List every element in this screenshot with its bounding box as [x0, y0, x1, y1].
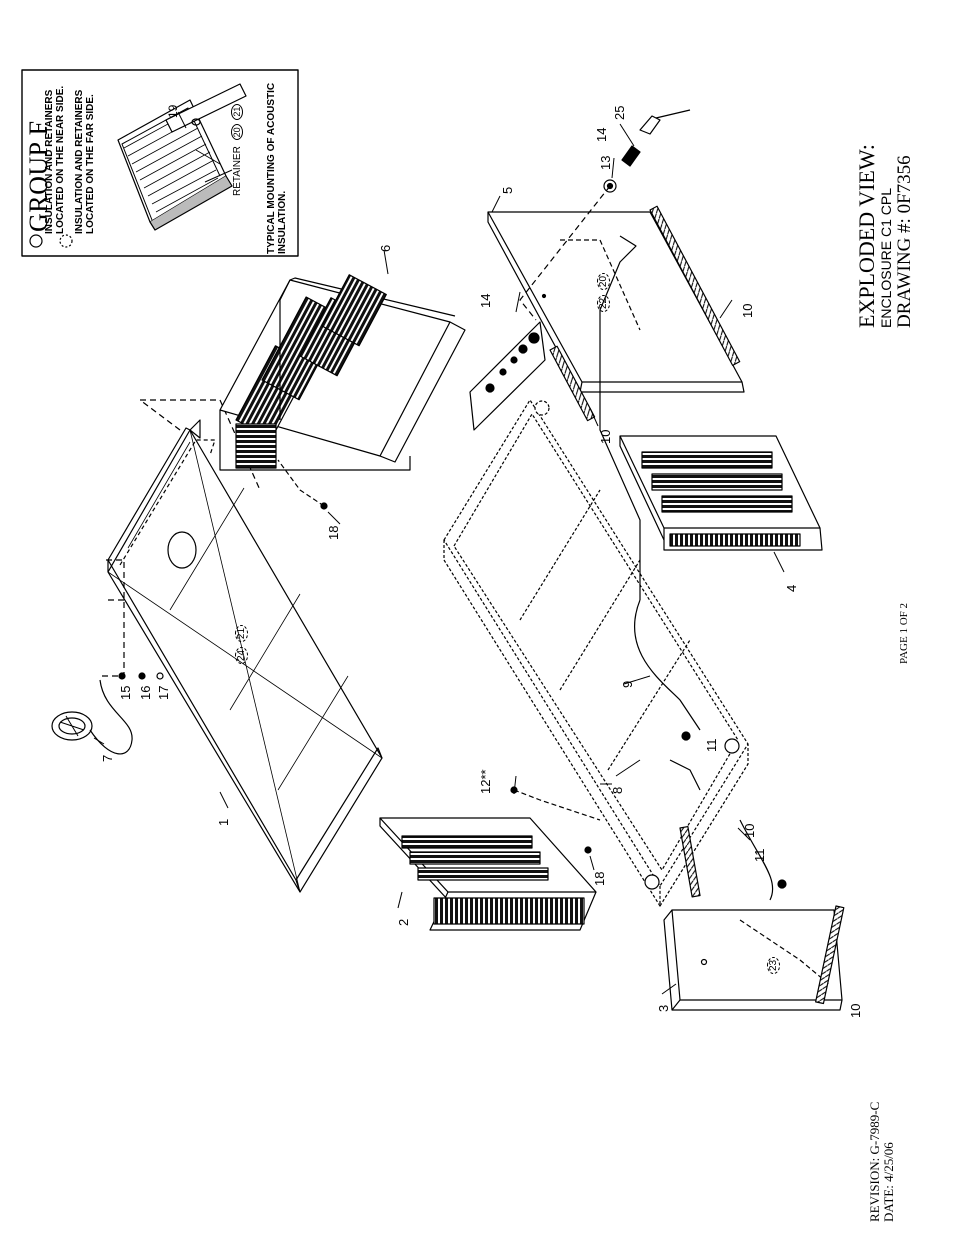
callout-1: 1 — [216, 818, 231, 826]
legend-box — [21, 69, 299, 257]
callout-18-a: 18 — [326, 525, 341, 540]
louvered-panel-item-6 — [219, 274, 466, 471]
revision-block: REVISION: G-7989-C DATE: 4/25/06 — [867, 1101, 896, 1222]
callout-8: 8 — [610, 786, 625, 794]
legend-far-line-2: LOCATED ON THE FAR SIDE. — [85, 94, 96, 234]
legend-near-line-2: LOCATED ON THE NEAR SIDE. — [55, 85, 66, 234]
callout-13: 13 — [598, 155, 613, 170]
legend-caption-line-1: TYPICAL MOUNTING OF ACOUSTIC — [266, 82, 277, 254]
circled-ref-right-door: 22 20 — [597, 272, 610, 312]
callout-3: 3 — [656, 1004, 671, 1012]
callout-14-b: 14 — [478, 293, 493, 308]
revision-date: DATE: 4/25/06 — [881, 1142, 896, 1222]
rail-item-10 — [679, 826, 701, 898]
callout-16: 16 — [138, 685, 153, 700]
title-exploded-view: EXPLODED VIEW: — [854, 144, 879, 328]
circled-ref-21: 21 — [235, 624, 248, 643]
legend-near-side: INSULATION AND RETAINERS LOCATED ON THE … — [44, 86, 66, 234]
circled-ref-20: 20 — [597, 272, 610, 291]
page-number: PAGE 1 OF 2 — [898, 602, 910, 664]
legend-near-line-1: INSULATION AND RETAINERS — [44, 89, 55, 234]
leader-lines — [93, 123, 785, 995]
right-door-item-5 — [487, 211, 745, 393]
circled-ref-22: 22 — [597, 294, 610, 312]
rail-item-10 — [649, 205, 741, 366]
callout-10-d: 10 — [848, 1003, 863, 1018]
callout-12: 12** — [478, 769, 493, 794]
callout-11-b: 11 — [752, 848, 767, 863]
callout-15: 15 — [118, 685, 133, 700]
callout-14-a: 14 — [594, 127, 609, 142]
callout-17: 17 — [156, 685, 171, 700]
callout-6: 6 — [378, 244, 393, 252]
circled-ref-24: 24 — [235, 646, 248, 664]
control-plate-item-14 — [469, 321, 546, 431]
solid-circle-icon — [29, 234, 43, 248]
louvered-panel-item-2 — [379, 817, 597, 931]
circled-ref-top: 24 21 — [235, 624, 248, 664]
legend-retainer-label: RETAINER 20 21 — [231, 103, 243, 196]
retainer-num-2: 21 — [231, 103, 243, 120]
rail-item-10 — [815, 905, 845, 1005]
callout-25: 25 — [612, 105, 627, 120]
circled-ref-left-door: 23 — [767, 956, 780, 974]
retainer-num-1: 20 — [231, 124, 243, 141]
callout-10-a: 10 — [740, 303, 755, 318]
callout-4: 4 — [784, 584, 799, 592]
legend-far-side: INSULATION AND RETAINERS LOCATED ON THE … — [74, 90, 96, 234]
legend-far-line-1: INSULATION AND RETAINERS — [74, 89, 85, 234]
callout-18-b: 18 — [592, 871, 607, 886]
callout-7: 7 — [100, 754, 115, 762]
left-door-item-3 — [663, 909, 843, 1011]
callout-9: 9 — [620, 680, 635, 688]
legend-caption: TYPICAL MOUNTING OF ACOUSTIC INSULATION. — [266, 83, 288, 254]
callout-5: 5 — [500, 186, 515, 194]
callout-2: 2 — [396, 918, 411, 926]
dashed-circle-icon — [59, 234, 73, 248]
rail-item-10 — [549, 345, 596, 422]
title-drawing-number: DRAWING #: 0F7356 — [894, 155, 915, 328]
title-enclosure: ENCLOSURE C1 CPL — [878, 187, 894, 328]
callout-10-b: 10 — [598, 429, 613, 444]
callout-10-c: 10 — [742, 823, 757, 838]
connector-assembly — [519, 109, 691, 600]
circled-ref-23: 23 — [767, 956, 780, 974]
legend-caption-line-2: INSULATION. — [277, 190, 288, 254]
title-block: EXPLODED VIEW: ENCLOSURE C1 CPL DRAWING … — [854, 144, 916, 328]
top-panel-item-1 — [107, 419, 383, 893]
revision-number: REVISION: G-7989-C — [867, 1101, 882, 1222]
base-frame — [443, 399, 749, 907]
louvered-panel-item-4 — [619, 435, 823, 551]
retainer-text: RETAINER — [232, 146, 243, 196]
insulation-detail-sketch — [117, 83, 247, 231]
grommet-item-7 — [51, 672, 164, 755]
legend-item-19: 19 — [166, 104, 180, 118]
callout-11-a: 11 — [704, 738, 719, 753]
